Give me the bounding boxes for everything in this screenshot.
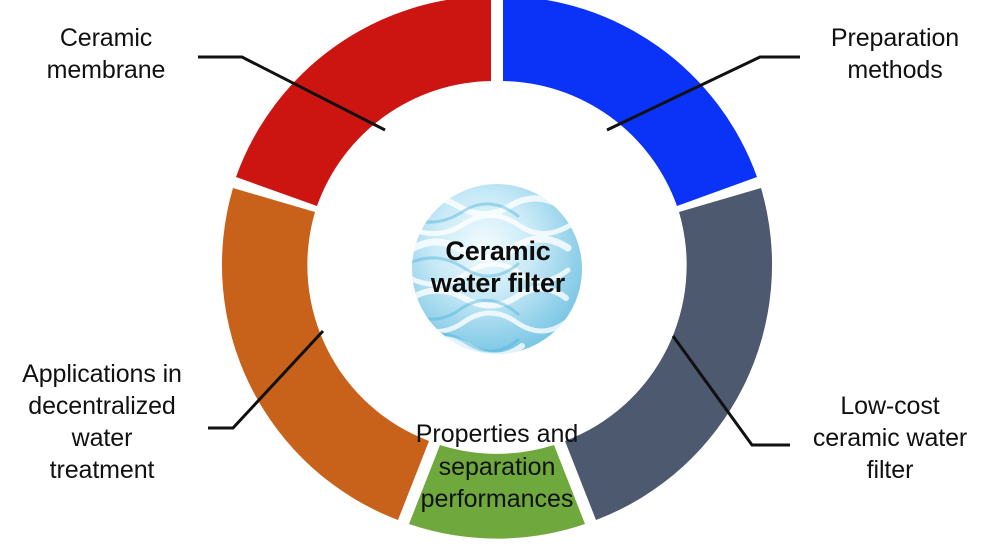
segment-preparation-methods[interactable]: [503, 0, 757, 206]
leader-line-low-cost-ceramic-water-filter: [671, 335, 790, 447]
callout-label-applications-in-decentralized-water-treatment: Applications in decentralized water trea…: [22, 360, 182, 484]
hub-water-texture: [412, 194, 575, 354]
segment-low-cost-ceramic-water-filter[interactable]: [565, 188, 773, 520]
callout-label-ceramic-membrane: Ceramic membrane: [46, 24, 166, 84]
leader-line-applications-in-decentralized-water-treatment: [208, 329, 325, 430]
hub-title: Ceramic water filter: [430, 236, 566, 298]
segment-applications-in-decentralized-water-treatment[interactable]: [221, 188, 429, 520]
leader-line-preparation-methods: [606, 55, 800, 132]
leader-line-ceramic-membrane: [198, 55, 386, 132]
segment-label-properties-and-separation-performances: Properties and separation performances: [415, 420, 579, 513]
callout-label-preparation-methods: Preparation methods: [830, 24, 960, 84]
callout-label-low-cost-ceramic-water-filter: Low-cost ceramic water filter: [812, 392, 968, 484]
segment-properties-and-separation-performances[interactable]: [409, 445, 585, 539]
segment-ceramic-membrane[interactable]: [236, 0, 491, 206]
